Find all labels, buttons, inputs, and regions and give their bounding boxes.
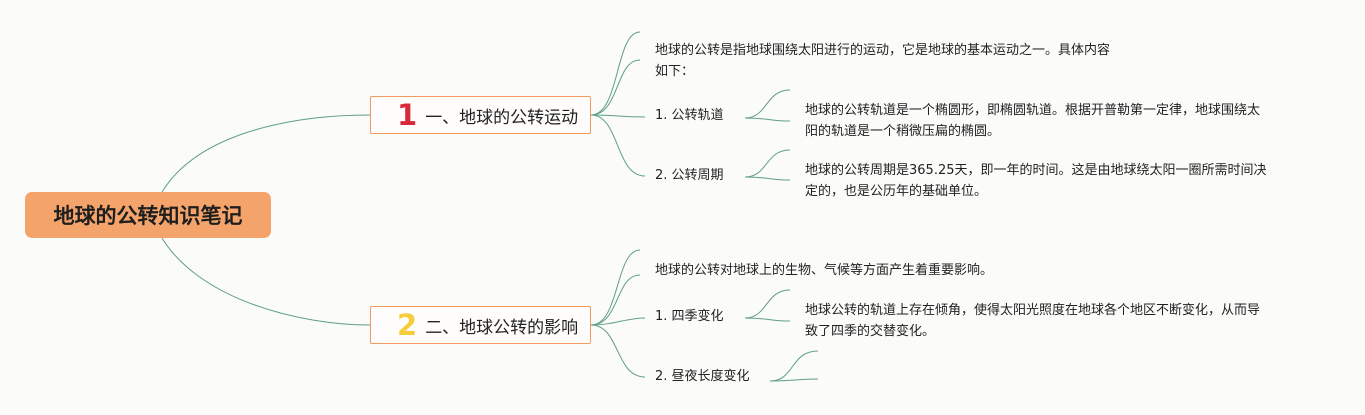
connector-topic1-sub1	[590, 114, 646, 118]
detail-line: 致了四季的交替变化。	[805, 324, 936, 339]
period-detail[interactable]: 地球的公转周期是365.25天，即一年的时间。这是由地球绕太阳一圈所需时间决 定…	[805, 160, 1267, 202]
connector-topic2-sub1	[590, 317, 646, 326]
connector-period-detail-b	[744, 176, 791, 181]
subtopic-day-length[interactable]: 2. 昼夜长度变化	[655, 369, 750, 384]
topic-label: 二、地球公转的影响	[425, 317, 579, 338]
connector-daylength-detail	[769, 350, 819, 382]
topic-node-revolution-effects[interactable]: 2 二、地球公转的影响	[370, 306, 591, 344]
root-title: 地球的公转知识笔记	[53, 204, 243, 228]
detail-line: 地球公转的轨道上存在倾角，使得太阳光照度在地球各个地区不断变化，从而导	[805, 303, 1261, 318]
connector-topic2-intro-b	[590, 274, 641, 326]
connector-period-detail	[744, 149, 791, 178]
detail-line: 地球的公转周期是365.25天，即一年的时间。这是由地球绕太阳一圈所需时间决	[805, 163, 1267, 178]
seasons-detail[interactable]: 地球公转的轨道上存在倾角，使得太阳光照度在地球各个地区不断变化，从而导 致了四季…	[805, 300, 1260, 342]
connector-seasons-detail-b	[744, 317, 791, 322]
root-node[interactable]: 地球的公转知识笔记	[25, 192, 271, 238]
topic2-intro[interactable]: 地球的公转对地球上的生物、气候等方面产生着重要影响。	[655, 260, 993, 281]
connector-root-topic2	[161, 237, 371, 326]
subtopic-seasons[interactable]: 1. 四季变化	[655, 309, 724, 324]
connector-root-topic1	[161, 114, 371, 193]
connector-daylength-detail-b	[769, 378, 819, 382]
connector-topic1-sub2	[590, 114, 646, 177]
intro-line: 地球的公转是指地球围绕太阳进行的运动，它是地球的基本运动之一。具体内容	[655, 43, 1111, 58]
number-one-icon: 1	[397, 97, 418, 132]
connector-topic2-sub2	[590, 324, 646, 378]
detail-line: 阳的轨道是一个稍微压扁的椭圆。	[805, 124, 1001, 139]
detail-line: 地球的公转轨道是一个椭圆形，即椭圆轨道。根据开普勒第一定律，地球围绕太	[805, 103, 1261, 118]
intro-line: 地球的公转对地球上的生物、气候等方面产生着重要影响。	[655, 263, 994, 278]
topic-node-earth-revolution[interactable]: 1 一、地球的公转运动	[370, 96, 591, 134]
detail-line: 定的，也是公历年的基础单位。	[805, 184, 988, 199]
subtopic-orbit[interactable]: 1. 公转轨道	[655, 108, 724, 123]
connector-seasons-detail	[744, 289, 791, 319]
connector-topic2-intro	[590, 249, 641, 326]
connector-topic1-intro-b	[590, 59, 641, 116]
orbit-detail[interactable]: 地球的公转轨道是一个椭圆形，即椭圆轨道。根据开普勒第一定律，地球围绕太 阳的轨道…	[805, 100, 1260, 142]
topic-label: 一、地球的公转运动	[425, 107, 579, 128]
topic1-intro[interactable]: 地球的公转是指地球围绕太阳进行的运动，它是地球的基本运动之一。具体内容 如下：	[655, 40, 1110, 82]
connector-topic1-intro	[590, 31, 641, 116]
connector-orbit-detail	[744, 89, 791, 119]
number-two-icon: 2	[397, 307, 418, 342]
subtopic-period[interactable]: 2. 公转周期	[655, 168, 724, 183]
connector-orbit-detail-b	[744, 117, 791, 122]
intro-line: 如下：	[655, 64, 695, 79]
